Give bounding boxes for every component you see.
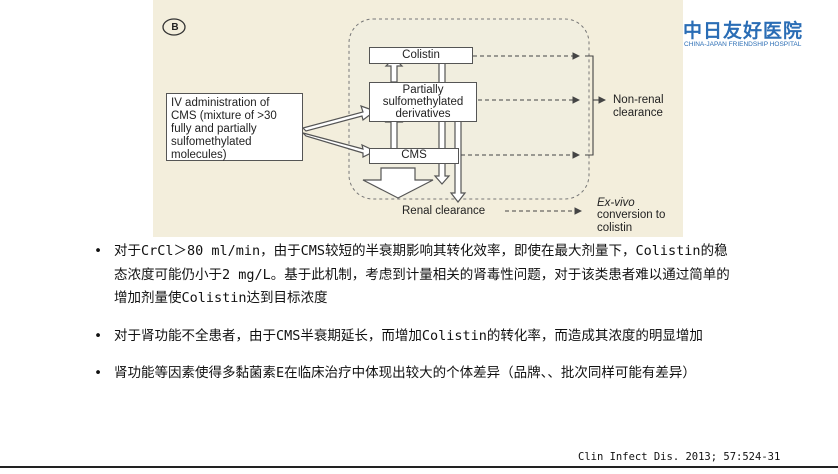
colistin-box: Colistin <box>369 47 473 64</box>
bullet-renal-insufficiency: 对于肾功能不全患者，由于CMS半衰期延长，而增加Colistin的转化率，而造成… <box>92 325 732 349</box>
nonrenal-bracket <box>585 55 594 156</box>
iv-administration-text: IV administration of CMS (mixture of >30… <box>171 97 277 161</box>
panel-label-circle <box>162 18 186 36</box>
exvivo-label: Ex-vivo <box>597 197 635 209</box>
hospital-logo-chinese: 中日友好医院 <box>683 20 804 42</box>
pk-diagram-figure: B IV administration of CMS (mixture of >… <box>153 0 683 237</box>
exvivo-conversion-label: conversion to colistin <box>597 209 666 234</box>
nonrenal-clearance-label: Non-renal clearance <box>613 94 664 119</box>
hospital-logo: 中日友好医院 CHINA-JAPAN FRIENDSHIP HOSPITAL <box>683 14 833 54</box>
colistin-renal-arrow <box>433 59 451 185</box>
bottom-divider <box>0 466 838 468</box>
bullet-list: 对于CrCl＞80 ml/min，由于CMS较短的半衰期影响其转化效率，即使在最… <box>92 240 732 386</box>
partial-derivatives-box: Partially sulfomethylated derivatives <box>369 82 477 122</box>
renal-clearance-arrow <box>362 167 434 199</box>
hospital-logo-english: CHINA-JAPAN FRIENDSHIP HOSPITAL <box>684 41 802 48</box>
bullet-crcl-high: 对于CrCl＞80 ml/min，由于CMS较短的半衰期影响其转化效率，即使在最… <box>92 240 732 311</box>
panel-label: B <box>171 22 179 33</box>
cms-box: CMS <box>369 148 459 164</box>
bullet-individual-variability: 肾功能等因素使得多黏菌素E在临床治疗中体现出较大的个体差异（品牌、、批次同样可能… <box>92 362 732 386</box>
partial-derivatives-text: Partially sulfomethylated derivatives <box>382 84 464 120</box>
iv-administration-box: IV administration of CMS (mixture of >30… <box>166 93 303 161</box>
cms-text: CMS <box>401 149 427 161</box>
colistin-text: Colistin <box>402 49 440 61</box>
citation: Clin Infect Dis. 2013; 57:524-31 <box>578 451 781 463</box>
renal-clearance-label: Renal clearance <box>402 205 486 217</box>
